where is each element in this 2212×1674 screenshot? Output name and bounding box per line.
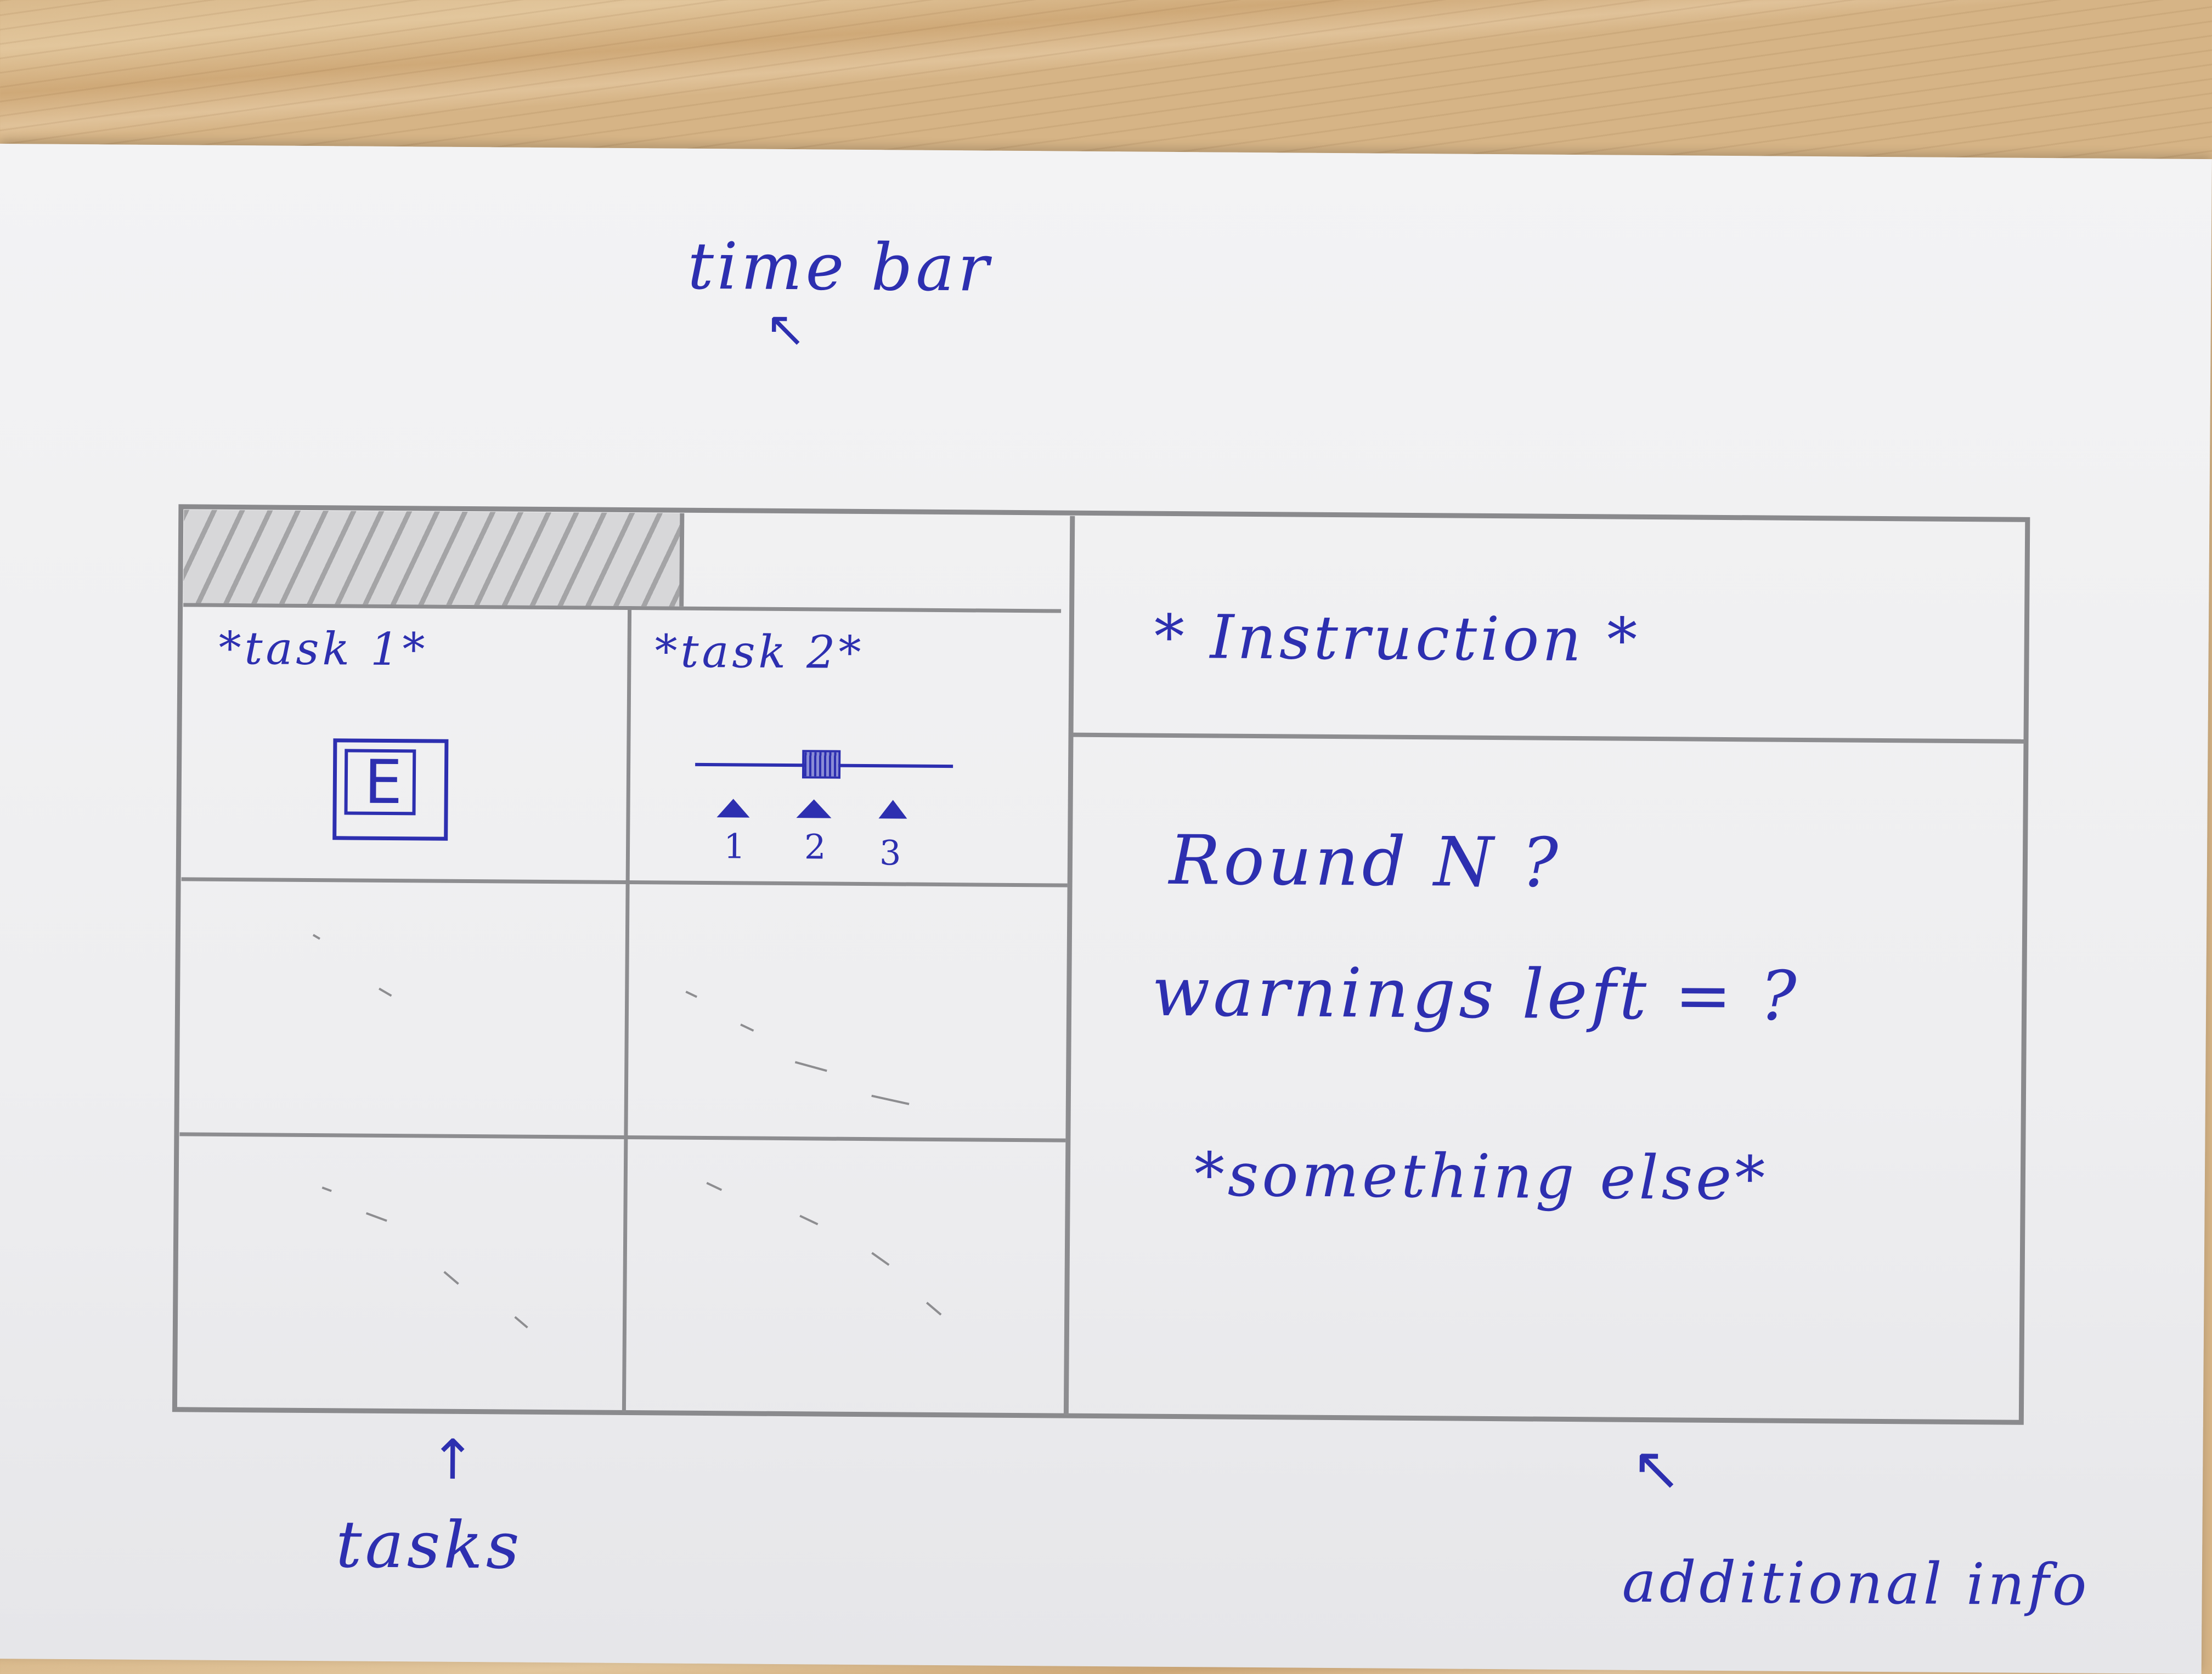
time-bar: [183, 510, 680, 607]
annotation-arrow-time-bar: →: [749, 296, 820, 367]
task1-key-letter: E: [364, 746, 403, 818]
task2-option-1-icon[interactable]: [716, 799, 750, 818]
annotation-time-bar: time bar: [687, 228, 992, 306]
placeholder-strokes-r2c2: [652, 943, 927, 1110]
paper-sheet: time bar → *task 1* E *task 2* 1 2 3: [0, 144, 2212, 1674]
wood-table-background: [0, 0, 2212, 165]
time-bar-end-marker: [679, 513, 685, 607]
annotation-tasks: tasks: [335, 1506, 523, 1583]
annotation-arrow-additional-info: ↖: [1630, 1433, 1682, 1504]
task2-label[interactable]: *task 2*: [654, 625, 865, 680]
placeholder-strokes-r2c1: [312, 934, 455, 1036]
task2-option-2-label: 2: [804, 827, 830, 867]
annotation-additional-info: additional info: [1622, 1548, 2090, 1619]
task2-option-3-label: 3: [879, 833, 905, 873]
instruction-label: * Instruction *: [1154, 601, 1641, 675]
placeholder-strokes-r3c2: [705, 1174, 980, 1362]
placeholder-strokes-r3c1: [321, 1183, 552, 1349]
task1-key-box[interactable]: E: [332, 738, 449, 841]
task2-option-1-label: 1: [723, 826, 749, 867]
task2-slider-handle[interactable]: [802, 750, 841, 779]
task2-option-2-icon[interactable]: [796, 799, 832, 818]
round-counter: Round N ?: [1169, 821, 1562, 903]
other-info: *something else*: [1194, 1139, 1769, 1214]
warnings-left: warnings left = ?: [1151, 952, 1800, 1036]
task1-label[interactable]: *task 1*: [218, 622, 428, 676]
annotation-arrow-tasks: ↑: [429, 1427, 476, 1492]
task2-option-3-icon[interactable]: [878, 800, 907, 819]
